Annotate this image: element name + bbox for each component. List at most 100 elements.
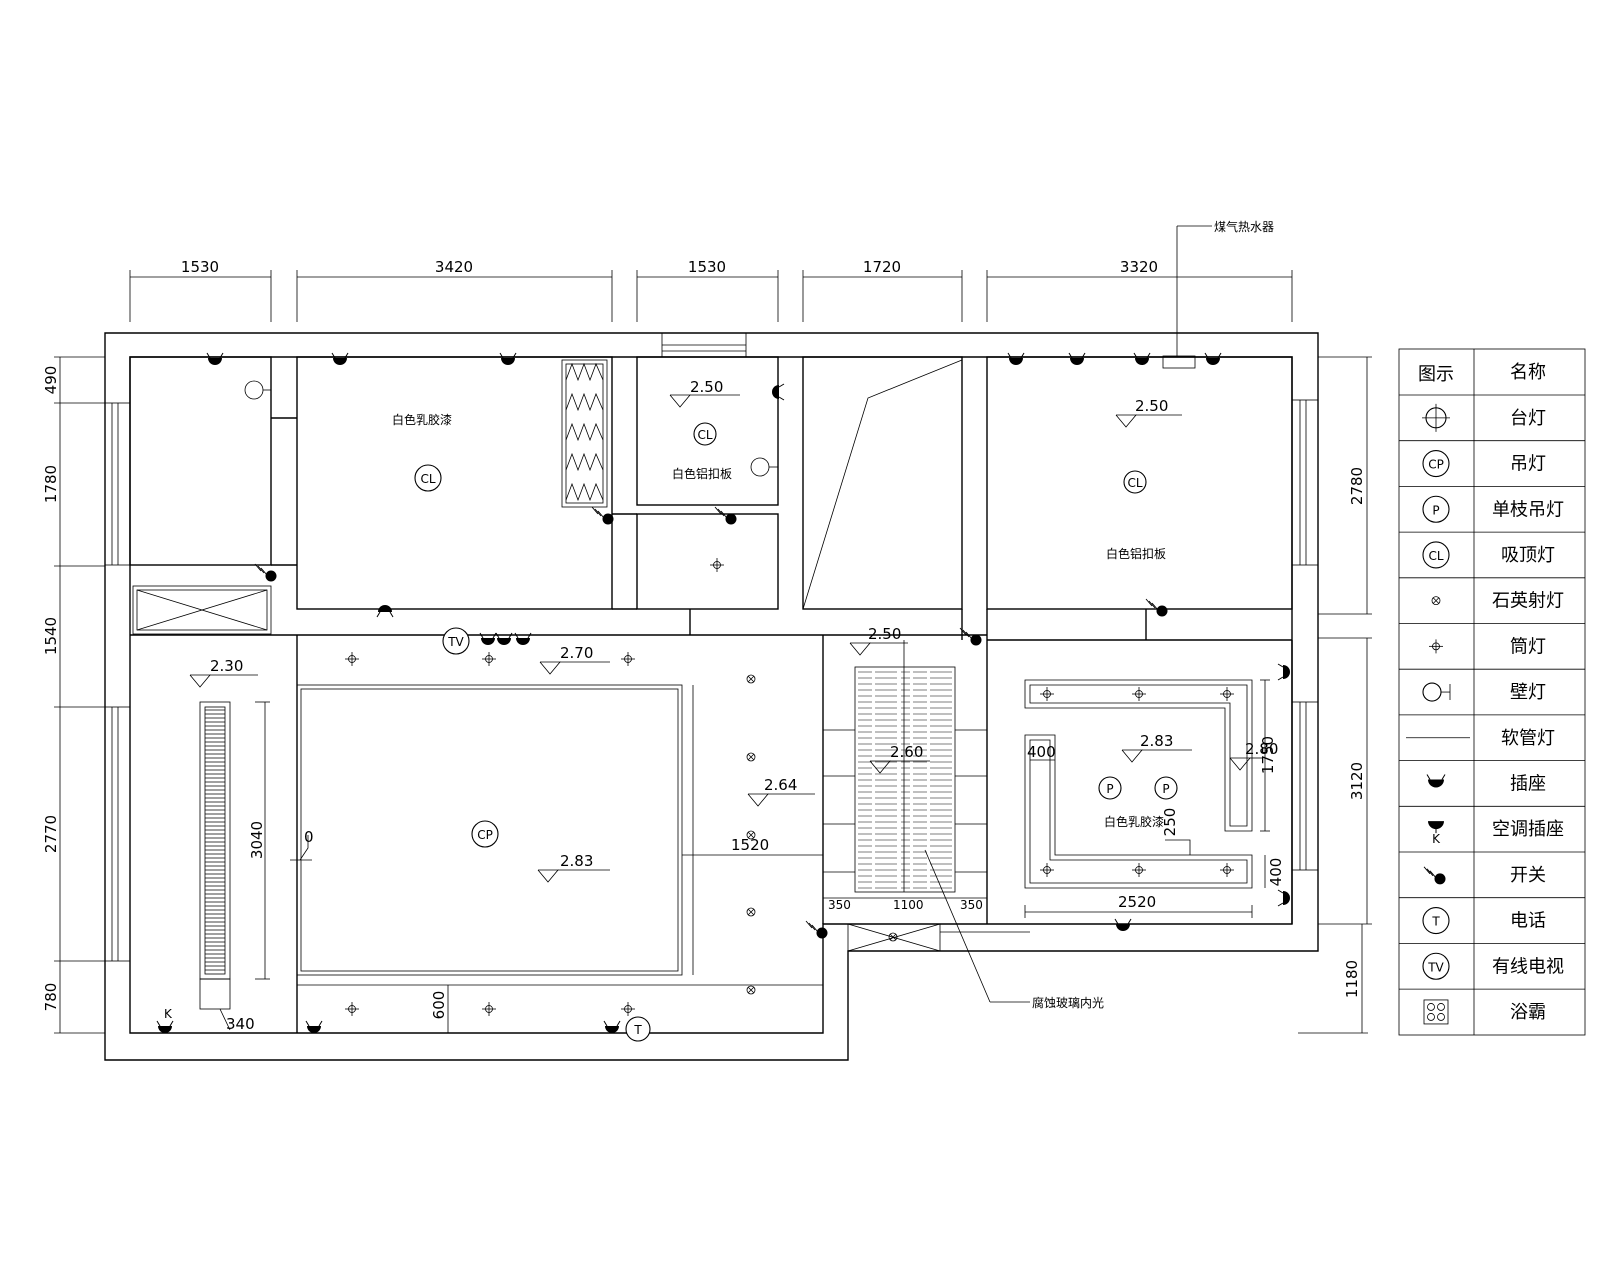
svg-text:TV: TV	[1427, 960, 1444, 974]
quartz-spotlight-icon	[746, 985, 756, 995]
downlight-icon	[1132, 687, 1146, 701]
svg-text:P: P	[1106, 782, 1113, 796]
windows	[104, 399, 1319, 962]
switch-icon	[959, 627, 982, 646]
downlight-icon	[482, 1002, 496, 1016]
socket-icon	[376, 605, 394, 618]
ceiling-lamp-icon: CL	[693, 422, 717, 446]
switch-icon	[1145, 598, 1168, 617]
downlight-icon	[1040, 687, 1054, 701]
elev-bed2: 2.50	[1135, 397, 1168, 415]
dim-2520: 2520	[1118, 893, 1156, 911]
sockets	[156, 352, 1290, 1033]
dim-1520: 1520	[731, 836, 769, 854]
downlight-icon	[621, 1002, 635, 1016]
desk-lamp-icon	[1422, 403, 1450, 432]
svg-text:CP: CP	[477, 828, 493, 842]
legend-table	[1398, 348, 1586, 1036]
socket-icon	[514, 632, 532, 645]
dim-top-5: 3320	[1120, 258, 1158, 276]
dim-350-right: 350	[960, 898, 983, 912]
socket-icon	[1426, 774, 1446, 788]
dim-top-2: 3420	[435, 258, 473, 276]
switch-icon	[591, 506, 614, 525]
socket-icon	[1068, 352, 1086, 365]
dim-600: 600	[430, 991, 448, 1020]
svg-text:CL: CL	[420, 472, 435, 486]
elev-balcony: 2.30	[210, 657, 243, 675]
socket-icon	[1133, 352, 1151, 365]
dim-right-2: 3120	[1348, 762, 1366, 800]
top-dimensions	[129, 270, 1293, 322]
ac-socket-icon: K	[1428, 821, 1444, 846]
downlight-icon	[710, 558, 724, 572]
downlight-icon	[345, 652, 359, 666]
elev-hall: 2.50	[868, 625, 901, 643]
ceiling-lamp-icon: CL	[414, 464, 442, 492]
socket-icon	[1277, 663, 1290, 681]
downlight-icon	[1040, 863, 1054, 877]
legend-item-name: 空调插座	[1492, 819, 1564, 840]
dim-1100: 1100	[893, 898, 924, 912]
dim-right-3: 1180	[1343, 960, 1361, 998]
single-pendant-icon: P	[1098, 776, 1122, 800]
quartz-spotlight-icon	[746, 830, 756, 840]
dim-400-b: 400	[1267, 858, 1285, 887]
cable-tv-icon: TV	[442, 627, 470, 655]
single-pendant-icon: P	[1422, 495, 1450, 523]
ceiling-note-bedroom2: 白色铝扣板	[1106, 546, 1166, 561]
legend-item-name: 吸顶灯	[1501, 545, 1555, 566]
svg-text:T: T	[1431, 915, 1440, 929]
downlight-icon	[1220, 687, 1234, 701]
dim-right-1: 2780	[1348, 467, 1366, 505]
ac-socket-mark: K	[164, 1007, 173, 1021]
legend-item-name: 石英射灯	[1492, 591, 1564, 612]
dim-left-3: 1540	[42, 617, 60, 655]
glass-note: 腐蚀玻璃内光	[1032, 995, 1104, 1010]
switch-icon	[254, 563, 277, 582]
quartz-spotlight-icon	[1431, 596, 1441, 606]
ceiling-note-bedroom3: 白色乳胶漆	[1104, 814, 1164, 829]
living-ceiling-frame	[296, 684, 823, 1033]
svg-text:P: P	[1432, 503, 1439, 517]
left-dimensions	[54, 356, 105, 1034]
svg-text:K: K	[1432, 832, 1441, 846]
dim-left-2: 1780	[42, 465, 60, 503]
svg-text:P: P	[1162, 782, 1169, 796]
svg-text:CL: CL	[1428, 549, 1443, 563]
socket-icon	[1204, 352, 1222, 365]
legend-item-name: 软管灯	[1501, 728, 1555, 749]
wall-lamp-icon	[1422, 682, 1451, 702]
central-stair	[823, 640, 1030, 1003]
dim-left-5: 780	[42, 983, 60, 1012]
dim-350-left: 350	[828, 898, 851, 912]
switch-icon	[805, 920, 828, 939]
dim-250: 250	[1161, 808, 1179, 837]
elev-living-center: 2.83	[560, 852, 593, 870]
legend-item-name: 有线电视	[1492, 956, 1564, 977]
elev-bed3-trough: 2.80	[1245, 740, 1278, 758]
radiator	[199, 701, 270, 1031]
socket-icon	[495, 632, 513, 645]
legend-item-name: 浴霸	[1510, 1002, 1546, 1023]
quartz-spotlight-icon	[746, 752, 756, 762]
switch-icon	[1423, 866, 1446, 885]
elev-living: 2.70	[560, 644, 593, 662]
legend-item-name: 台灯	[1510, 408, 1546, 429]
dim-1750: 1750	[1259, 736, 1277, 774]
ceiling-note-bath: 白色铝扣板	[672, 466, 732, 481]
legend-item-name: 吊灯	[1510, 454, 1546, 475]
legend-item-name: 筒灯	[1510, 636, 1546, 657]
bedroom3-ceiling-trough	[1024, 679, 1270, 918]
radiator-ribs	[205, 709, 225, 971]
ventilation-box	[132, 585, 272, 635]
socket-icon	[479, 632, 497, 645]
socket-icon	[156, 1020, 174, 1033]
downlight-icon	[482, 652, 496, 666]
socket-icon	[499, 352, 517, 365]
ceiling-lamp-icon: CL	[1422, 541, 1450, 569]
socket-icon	[772, 383, 785, 401]
pendant-lamp-icon: CP	[471, 820, 499, 848]
